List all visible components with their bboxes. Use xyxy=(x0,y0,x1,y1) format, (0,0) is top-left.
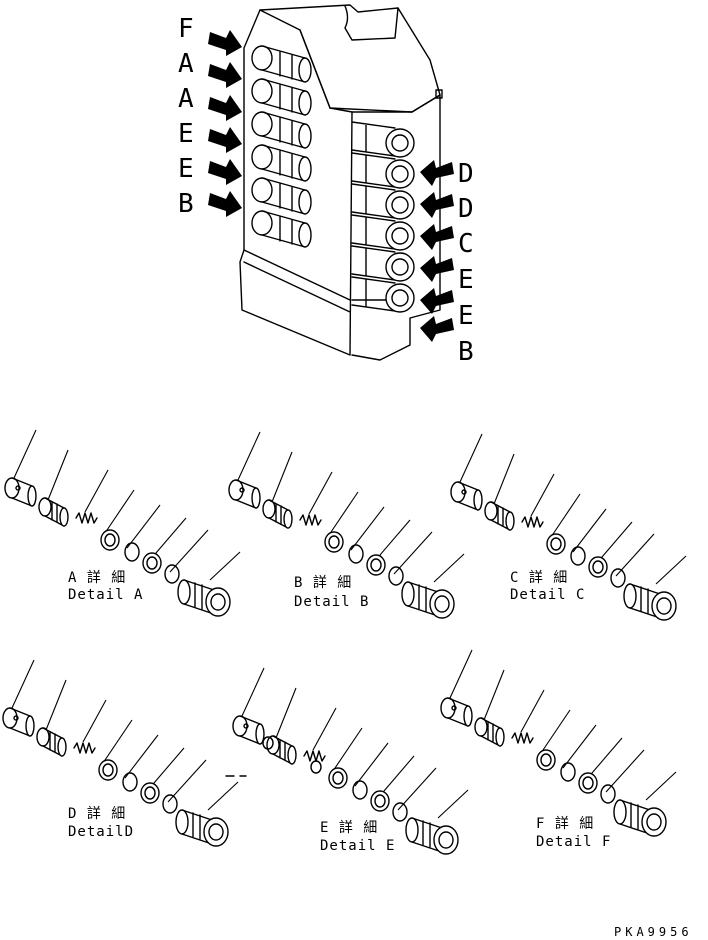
detail-f xyxy=(440,649,677,837)
right-plugs xyxy=(351,121,415,313)
arrow-icon xyxy=(420,316,454,342)
drawing-code: PKA9956 xyxy=(614,925,693,939)
left-letter-labels: F A A E E B xyxy=(178,14,194,219)
right-label: E xyxy=(458,301,474,331)
right-label: D xyxy=(458,159,474,189)
arrow-icon xyxy=(420,224,454,250)
detail-captions: A 詳 細 Detail A B 詳 細 Detail B C 詳 細 Deta… xyxy=(68,570,611,854)
detail-f-title: F 詳 細 xyxy=(536,816,594,832)
arrow-icon xyxy=(420,288,454,314)
detail-e-title: E 詳 細 xyxy=(320,820,378,836)
arrow-icon xyxy=(420,256,454,282)
detail-a-caption: Detail A xyxy=(68,587,143,603)
arrow-icon xyxy=(208,127,242,153)
detail-c-title: C 詳 細 xyxy=(510,570,568,586)
right-label: B xyxy=(458,337,474,367)
detail-c-caption: Detail C xyxy=(510,587,585,603)
right-label: D xyxy=(458,194,474,224)
arrow-icon xyxy=(208,62,242,88)
detail-b-title: B 詳 細 xyxy=(294,575,352,591)
detail-d-title: D 詳 細 xyxy=(68,806,126,822)
left-label: A xyxy=(178,84,194,114)
left-label: F xyxy=(178,14,194,44)
detail-b-caption: Detail B xyxy=(294,594,369,610)
arrow-icon xyxy=(208,191,242,217)
detail-e xyxy=(232,667,469,855)
left-spools xyxy=(251,45,312,248)
left-label: E xyxy=(178,119,194,149)
arrow-icon xyxy=(208,159,242,185)
detail-d-caption: DetailD xyxy=(68,824,134,840)
arrow-icon xyxy=(420,160,454,186)
left-arrows xyxy=(208,30,242,217)
right-letter-labels: D D C E E B xyxy=(458,159,474,367)
detail-f-caption: Detail F xyxy=(536,834,611,850)
detail-a-title: A 詳 細 xyxy=(68,570,126,586)
right-label: E xyxy=(458,265,474,295)
right-arrows xyxy=(420,160,454,342)
arrow-icon xyxy=(208,95,242,121)
left-label: A xyxy=(178,49,194,79)
right-label: C xyxy=(458,229,474,259)
left-label: B xyxy=(178,189,194,219)
detail-e-caption: Detail E xyxy=(320,838,395,854)
arrow-icon xyxy=(420,192,454,218)
left-label: E xyxy=(178,154,194,184)
arrow-icon xyxy=(208,30,242,56)
